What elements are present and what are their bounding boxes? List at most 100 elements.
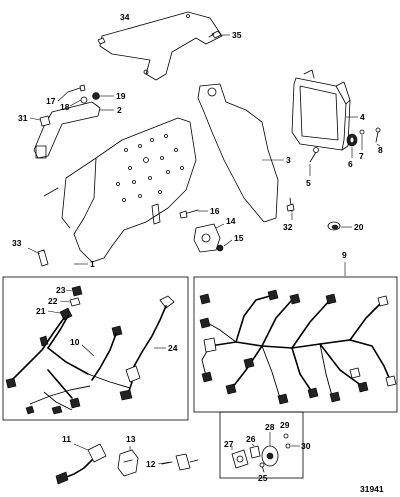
callout-9: 9: [342, 250, 347, 260]
relay-13-part: [117, 449, 139, 477]
callout-17: 17: [46, 91, 69, 106]
callout-28: 28: [265, 422, 275, 446]
callout-31: 31: [18, 113, 41, 123]
callout-32: 32: [283, 213, 293, 232]
screw-17-part: [67, 84, 86, 93]
svg-text:17: 17: [46, 96, 56, 106]
svg-text:28: 28: [265, 422, 275, 432]
switch-14-part: [193, 223, 221, 253]
callout-5: 5: [306, 164, 311, 188]
svg-text:14: 14: [226, 216, 236, 226]
small-bracket-part: [33, 101, 101, 159]
svg-text:18: 18: [60, 102, 70, 112]
screw-30-part: [285, 443, 291, 449]
svg-text:27: 27: [224, 439, 234, 449]
callout-6: 6: [348, 147, 353, 169]
callout-13: 13: [126, 434, 136, 450]
harness-10-part: [5, 307, 131, 415]
svg-text:32: 32: [283, 222, 293, 232]
callout-22: 22: [48, 296, 71, 306]
callout-4: 4: [346, 112, 365, 122]
harness-24-part: [119, 295, 175, 401]
callout-26: 26: [246, 434, 256, 447]
harness-kit-box: [2, 276, 189, 421]
svg-text:25: 25: [258, 473, 268, 483]
svg-text:13: 13: [126, 434, 136, 444]
sender-28-part: [261, 445, 279, 467]
ecm-module-part: [291, 69, 351, 151]
main-harness-9-part: [199, 289, 397, 405]
mounting-bracket-part: [197, 83, 279, 223]
callout-1: 1: [74, 259, 95, 269]
callout-14: 14: [215, 216, 236, 229]
sensor-26-part: [249, 445, 261, 459]
callout-29: 29: [280, 420, 290, 430]
svg-text:29: 29: [280, 420, 290, 430]
callout-30: 30: [291, 441, 311, 451]
svg-text:2: 2: [117, 105, 122, 115]
callout-35: 35: [222, 30, 242, 40]
stud-33-part: [37, 249, 49, 267]
clip-12-part: [161, 453, 199, 471]
svg-text:33: 33: [12, 238, 22, 248]
callout-3: 3: [262, 155, 291, 165]
svg-text:15: 15: [234, 233, 244, 243]
bolt-35-part: [208, 30, 222, 39]
callout-21: 21: [36, 306, 61, 316]
svg-text:3: 3: [286, 155, 291, 165]
callout-16: 16: [198, 206, 220, 216]
callout-24: 24: [154, 343, 178, 353]
screw-8-part: [375, 127, 381, 143]
svg-text:12: 12: [146, 459, 156, 469]
callout-7: 7: [359, 135, 364, 161]
callout-20: 20: [341, 222, 364, 232]
fastener-31-part: [39, 115, 51, 127]
connector-23-part: [71, 285, 83, 297]
svg-text:4: 4: [360, 112, 365, 122]
callout-11: 11: [62, 434, 89, 451]
callout-18: 18: [60, 99, 82, 112]
callout-15: 15: [223, 233, 244, 247]
bolt-5-part: [309, 147, 319, 163]
svg-text:23: 23: [56, 285, 66, 295]
callout-33: 33: [12, 238, 41, 255]
svg-text:16: 16: [210, 206, 220, 216]
callout-10: 10: [70, 337, 95, 357]
svg-text:34: 34: [120, 12, 130, 22]
svg-text:5: 5: [306, 178, 311, 188]
svg-text:35: 35: [232, 30, 242, 40]
svg-text:30: 30: [301, 441, 311, 451]
svg-text:24: 24: [168, 343, 178, 353]
washer-7-part: [359, 129, 365, 135]
svg-text:26: 26: [246, 434, 256, 444]
callout-2: 2: [100, 105, 122, 115]
nut-19-part: [92, 92, 100, 100]
harness-11-part: [55, 443, 107, 485]
callout-23: 23: [56, 285, 73, 295]
svg-text:6: 6: [348, 159, 353, 169]
callout-8: 8: [376, 143, 383, 155]
svg-text:7: 7: [359, 151, 364, 161]
screw-25-part: [259, 462, 265, 473]
main-bracket-plate-part: [43, 117, 197, 263]
sensor-kit-box: [219, 411, 304, 479]
svg-text:11: 11: [62, 434, 71, 444]
callout-34: 34: [120, 12, 130, 22]
nut-15-part: [216, 244, 224, 252]
bolt-32-part: [286, 197, 295, 213]
screw-34-part: [97, 37, 106, 45]
sensor-27-part: [231, 449, 249, 469]
svg-text:19: 19: [116, 91, 126, 101]
svg-text:20: 20: [354, 222, 364, 232]
svg-text:21: 21: [36, 306, 46, 316]
washer-29-part: [283, 433, 289, 439]
callout-25: 25: [258, 473, 268, 483]
svg-text:1: 1: [90, 259, 95, 269]
figure-number: 31941: [360, 484, 384, 494]
svg-text:31: 31: [18, 113, 28, 123]
callout-19: 19: [100, 91, 126, 101]
callout-27: 27: [224, 439, 234, 450]
cap-20-part: [327, 221, 341, 231]
svg-text:8: 8: [378, 145, 383, 155]
